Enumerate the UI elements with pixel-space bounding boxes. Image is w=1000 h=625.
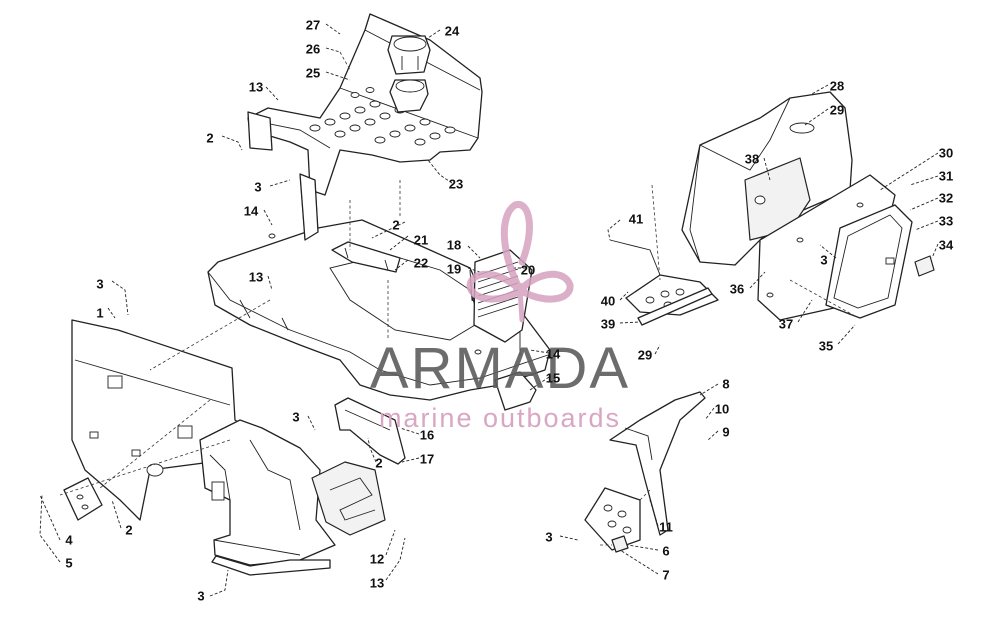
lower-bracket [334,397,406,465]
callout-c2c: 2 [375,455,382,470]
callout-c28: 28 [830,78,844,93]
callout-c39: 39 [601,316,615,331]
callout-c8: 8 [722,376,729,391]
fender [609,391,706,536]
access-door [825,204,913,319]
callout-c4: 4 [65,532,73,547]
callout-c14a: 14 [244,203,259,218]
callout-labels: 1222233333345678910111213131314141516171… [65,17,954,603]
watermark-tagline: marine outboards [379,403,621,433]
callout-c7: 7 [662,567,669,582]
callout-c23: 23 [449,176,463,191]
callout-c2a: 2 [206,130,213,145]
callout-c30: 30 [939,145,953,160]
callout-c10: 10 [715,401,729,416]
callout-c15: 15 [546,370,560,385]
tub-bracket [331,241,401,273]
callout-c9: 9 [722,424,729,439]
callout-c38: 38 [745,151,759,166]
callout-c5: 5 [65,555,72,570]
inner-footwell [199,419,336,576]
step-plate [609,239,719,326]
callout-c13c: 13 [370,575,384,590]
callout-c29a: 29 [830,102,844,117]
callout-c3c: 3 [292,409,299,424]
callout-c27: 27 [306,17,320,32]
callout-c40: 40 [601,293,615,308]
callout-c29b: 29 [638,347,652,362]
watermark-logo [466,201,574,323]
callout-c13b: 13 [249,269,263,284]
callout-c25: 25 [306,65,320,80]
tray-holes [309,87,456,146]
leader-lines [39,23,939,597]
callout-c31: 31 [939,168,953,183]
callout-c34: 34 [939,237,954,252]
callout-c3d: 3 [820,252,827,267]
callout-c19: 19 [447,261,461,276]
watermark-brand: ARMADA [370,336,630,401]
side-guard [311,461,386,536]
callout-c26: 26 [306,41,320,56]
callout-c3b: 3 [96,276,103,291]
callout-c18: 18 [447,237,461,252]
callout-c1: 1 [96,305,103,320]
callout-c3f: 3 [197,588,204,603]
callout-c37: 37 [779,316,793,331]
callout-c16: 16 [420,427,434,442]
upper-storage-tray [247,13,483,196]
callout-c13a: 13 [249,79,263,94]
callout-c33: 33 [939,213,953,228]
callout-c12: 12 [370,551,384,566]
callout-c6: 6 [662,543,669,558]
floor-tub [207,173,551,401]
callout-c11: 11 [659,519,673,534]
callout-c2d: 2 [125,522,132,537]
lower-step-plate [584,487,641,553]
callout-c3e: 3 [545,529,552,544]
callout-c14b: 14 [546,346,561,361]
callout-c36: 36 [730,281,744,296]
callout-c3a: 3 [254,179,261,194]
callout-c22: 22 [414,255,428,270]
callout-c21: 21 [414,232,428,247]
mounting-plate [63,477,103,521]
callout-c35: 35 [819,338,833,353]
callout-c41: 41 [629,211,643,226]
latch [914,255,935,277]
callout-c17: 17 [420,451,434,466]
explode-lines [59,51,856,546]
callout-c24: 24 [445,23,460,38]
callout-c20: 20 [521,262,535,277]
callout-c2b: 2 [392,217,399,232]
callout-c32: 32 [939,190,953,205]
right-bracket [494,371,537,411]
